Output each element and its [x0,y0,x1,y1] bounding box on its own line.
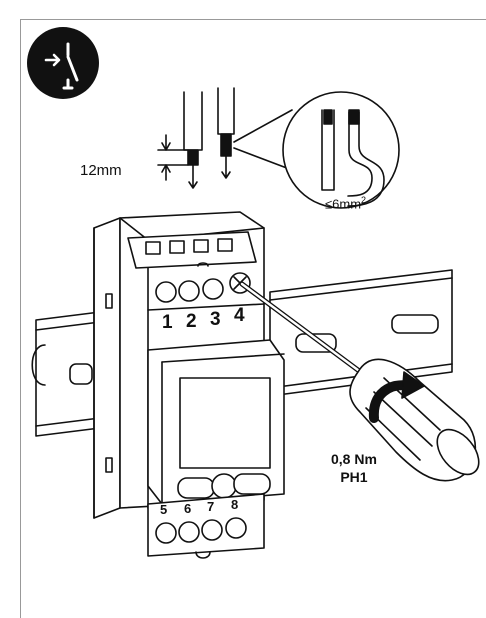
strip-length-label: 12mm [80,162,122,179]
stripped-wires [157,87,235,189]
wire-section-exponent: 2 [361,195,367,205]
terminal-number-6: 6 [184,501,192,516]
torque-value: 0,8 Nm [331,451,377,467]
terminal-number-8: 8 [231,497,239,512]
wire-section-label: ≤6mm2 [325,195,366,211]
wire-section-symbol: ≤ [325,196,333,212]
terminal-number-5: 5 [160,502,168,517]
terminal-number-2: 2 [186,311,197,332]
wire-section-value: 6mm [332,196,362,212]
screwdriver-type: PH1 [340,469,368,485]
torque-label-block: 0,8 Nm PH1 [331,450,377,486]
wire-detail-magnifier [233,91,400,209]
terminal-number-7: 7 [207,499,215,514]
disconnect-power-icon [27,27,99,99]
terminal-number-3: 3 [210,309,221,330]
terminal-number-4: 4 [234,305,245,326]
din-rail [31,269,453,437]
frame-top [20,19,486,20]
terminal-number-1: 1 [162,312,173,333]
screwdriver [239,281,480,482]
timer-device [93,211,285,559]
frame-left [20,19,21,618]
